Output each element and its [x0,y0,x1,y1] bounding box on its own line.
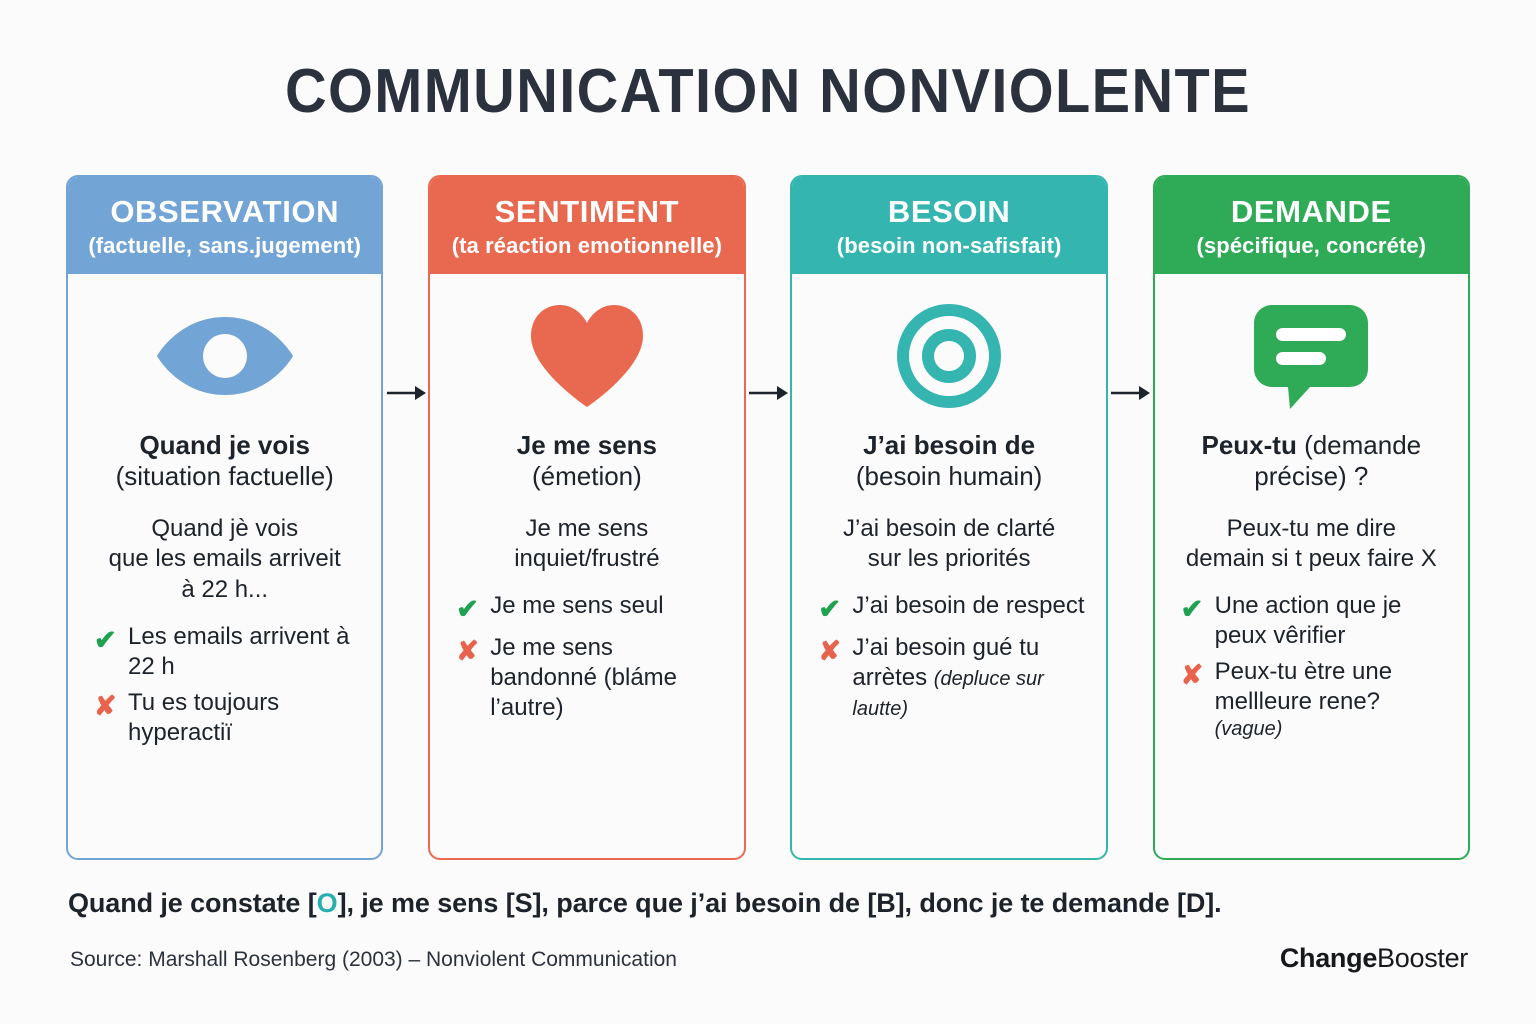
column-body-besoin: J’ai besoin de (besoin humain) J’ai beso… [792,274,1105,858]
cross-icon: ✘ [818,635,842,666]
cross-icon: ✘ [1180,660,1204,691]
heart-icon [527,300,647,412]
lead-bold: Je me sens [516,430,658,461]
formula-part2: ], je me sens [S], parce que j’ai besoin… [337,888,1222,918]
lead-bold: J’ai besoin de [863,430,1036,461]
column-title: SENTIMENT [494,194,680,229]
cnv-columns: OBSERVATION (factuelle, sans.jugement) Q… [66,175,1471,860]
page-title: COMMUNICATION NONVIOLENTE [285,57,1251,126]
column-header-observation: OBSERVATION (factuelle, sans.jugement) [68,177,382,275]
column-sentiment: SENTIMENT (ta réaction emotionnelle) Je … [428,175,746,860]
column-observation: OBSERVATION (factuelle, sans.jugement) Q… [66,175,384,860]
bullet-note: (vague) [1214,718,1283,741]
formula-accent: O [316,888,338,918]
column-bullets: ✔ Une action que je peux vêrifier ✘ Peux… [1169,591,1454,748]
lead-bold: Quand je vois [139,430,310,461]
column-subtitle: (spécifique, concréte) [1196,232,1427,258]
eye-icon [155,300,295,412]
cross-icon: ✘ [456,635,479,666]
lead-rest: (émetion) [531,461,642,492]
column-subtitle: (ta réaction emotionnelle) [451,232,723,258]
column-besoin: BESOIN (besoin non-safisfait) J’ai besoi… [790,175,1108,860]
arrow-1 [383,383,428,403]
check-icon: ✔ [1180,594,1204,625]
bullet-text: Peux-tu ètre une mellleure rene?(vague) [1215,657,1450,742]
check-icon: ✔ [94,624,117,655]
check-icon: ✔ [456,594,479,625]
bullet-text: J’ai besoin de respect [852,592,1085,620]
bullet-text: Tu es toujours hyperactiï [128,688,280,746]
column-header-sentiment: SENTIMENT (ta réaction emotionnelle) [430,177,744,275]
column-bullets: ✔ Les emails arrivent à 22 h ✘ Tu es tou… [82,622,367,754]
column-title: DEMANDE [1230,194,1392,229]
bullet-note: (depluce sur lautte) [852,667,1044,720]
bullet-text: Je me sens seul [490,592,664,620]
column-bullets: ✔ Je me sens seul ✘ Je me sens bandonné … [444,591,729,729]
arrow-2 [746,383,791,403]
column-subtitle: (factuelle, sans.jugement) [88,232,362,258]
column-demande: DEMANDE (spécifique, concréte) Peux-tu (… [1152,175,1471,860]
bullet-negative: ✘ Peux-tu ètre une mellleure rene?(vague… [1181,657,1450,742]
bullet-positive: ✔ Les emails arrivent à 22 h [94,622,363,682]
column-lead: J’ai besoin de (besoin humain) [856,430,1042,491]
bullet-text: Les emails arrivent à 22 h [128,622,350,680]
bullet-negative: ✘ J’ai besoin gué tu arrètes (depluce su… [818,633,1087,723]
column-lead: Peux-tu (demande précise) ? [1169,430,1454,491]
bullet-negative: ✘ Tu es toujours hyperactiï [94,688,363,748]
column-header-besoin: BESOIN (besoin non-safisfait) [792,177,1106,275]
bullet-negative: ✘ Je me sens bandonné (bláme l’autre) [456,633,725,723]
cnv-formula: Quand je constate [O], je me sens [S], p… [68,888,1222,919]
column-bullets: ✔ J’ai besoin de respect ✘ J’ai besoin g… [806,591,1091,729]
check-icon: ✔ [818,594,842,625]
bullet-text: J’ai besoin gué tu arrètes (depluce sur … [852,633,1087,723]
bullet-positive: ✔ Je me sens seul [456,591,725,627]
bullet-text: Une action que je peux vêrifier [1214,592,1402,650]
column-lead: Je me sens (émetion) [517,430,657,491]
bullet-main: J’ai besoin gué tu arrètes [852,633,1040,691]
column-lead: Quand je vois (situation factuelle) [116,430,334,491]
column-subtitle: (besoin non-safisfait) [836,232,1062,258]
column-body-observation: Quand je vois (situation factuelle) Quan… [68,274,381,858]
column-title: OBSERVATION [110,194,340,229]
lead-rest: (demande précise) ? [1254,430,1422,492]
arrow-3 [1108,383,1153,403]
bullet-text: Je me sens bandonné (bláme l’autre) [490,633,678,721]
lead-rest: (situation factuelle) [115,461,334,492]
column-title: BESOIN [887,194,1011,229]
speech-bubble-icon [1252,300,1370,412]
brand-logo: ChangeBooster [1280,943,1468,974]
lead-rest: (besoin humain) [855,461,1043,492]
formula-part1: Quand je constate [ [68,888,317,918]
bullet-positive: ✔ Une action que je peux vêrifier [1181,591,1450,651]
brand-part1: Change [1279,943,1378,973]
source-credit: Source: Marshall Rosenberg (2003) – Nonv… [70,948,677,971]
column-body-demande: Peux-tu (demande précise) ? Peux-tu me d… [1155,274,1468,858]
bullet-main: Peux-tu ètre une mellleure rene? [1214,658,1393,716]
target-icon [897,300,1002,412]
brand-part2: Booster [1377,943,1468,973]
bullet-positive: ✔ J’ai besoin de respect [818,591,1087,627]
lead-bold: Peux-tu [1201,430,1297,461]
column-header-demande: DEMANDE (spécifique, concréte) [1154,177,1469,275]
cross-icon: ✘ [94,690,117,721]
